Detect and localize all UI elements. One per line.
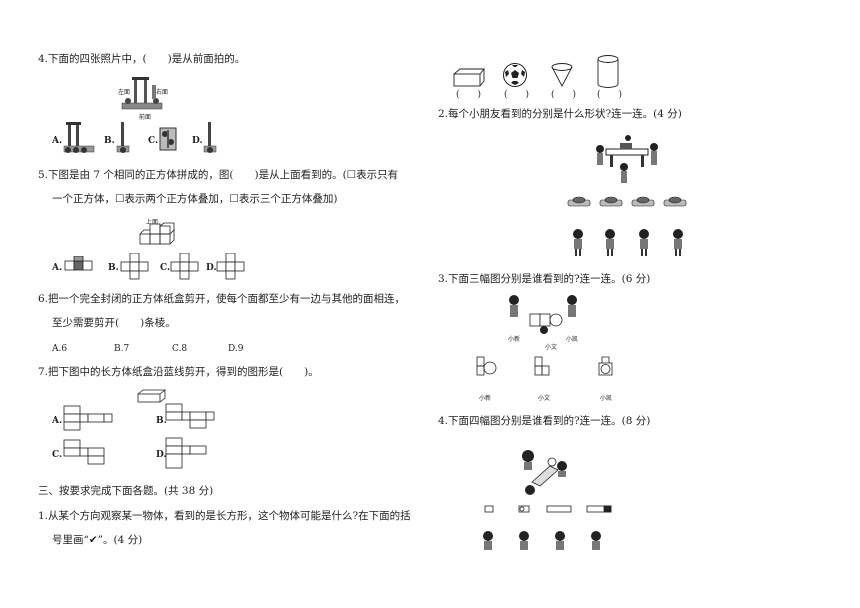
q5-option-c: C. [160, 263, 171, 273]
soccer-ball-object [502, 62, 528, 88]
q7-text: 7.把下图中的长方体纸盒沿蓝线剪开，得到的图形是( )。 [38, 366, 319, 378]
q4-text: 4.下面的四张照片中，( )是从前面拍的。 [38, 53, 246, 65]
p2-kids-around-table [594, 135, 662, 187]
q7-option-c: C. [52, 450, 63, 460]
q4-label-left: 左面 [118, 89, 131, 96]
q5-option-b: B. [108, 263, 119, 273]
q4-option-d-figure [200, 120, 220, 156]
p3-text: 3.下面三幅图分别是谁看到的?连一连。(6 分) [438, 273, 651, 285]
q6-line1: 6.把一个完全封闭的正方体纸盒剪开，使每个面都至少有一边与其他的面相连， [38, 293, 406, 305]
q7-option-b-figure [164, 402, 234, 432]
section3-title: 三、按要求完成下面各题。(共 38 分) [38, 485, 214, 497]
p3-name-xiaokai-bottom: 小凯 [600, 395, 613, 402]
p2-kids-row [570, 228, 686, 258]
p4-view-2 [518, 505, 530, 513]
q4-option-c-figure [158, 126, 178, 152]
cuboid-object [452, 66, 486, 88]
p3-view-2 [534, 356, 550, 376]
q5-option-c-figure [170, 253, 200, 280]
q6-option-a: A.6 [52, 344, 68, 354]
p1-line2: 号里画“✔”。(4 分) [52, 534, 143, 546]
p3-scene [504, 294, 584, 338]
q4-option-d: D. [192, 136, 203, 146]
bracket-cuboid[interactable]: ( ) [456, 90, 482, 100]
p2-shape-views [566, 196, 690, 212]
q6-option-d: D.9 [228, 344, 244, 354]
q4-option-c: C. [148, 136, 159, 146]
q5-option-d-figure [216, 253, 246, 280]
p3-view-1 [476, 356, 498, 376]
p4-scene [516, 448, 574, 496]
q7-option-b: B. [156, 416, 167, 426]
q4-option-a: A. [52, 136, 63, 146]
q6-option-b: B.7 [114, 344, 130, 354]
q4-main-figure [112, 75, 172, 123]
cylinder-object [596, 54, 620, 90]
q5-option-b-figure [120, 253, 150, 280]
bracket-ball[interactable]: ( ) [504, 90, 530, 100]
q7-box-figure [136, 388, 166, 404]
q7-option-a-figure [62, 404, 132, 432]
q6-line2: 至少需要剪开( )条棱。 [52, 317, 176, 329]
q5-option-a-figure [64, 256, 94, 274]
q4-option-b-figure [113, 120, 133, 156]
bracket-cone[interactable]: ( ) [551, 90, 577, 100]
p4-text: 4.下面四幅图分别是谁看到的?连一连。(8 分) [438, 415, 651, 427]
p4-kids-row [478, 530, 606, 552]
q5-option-a: A. [52, 263, 63, 273]
p2-text: 2.每个小朋友看到的分别是什么形状?连一连。(4 分) [438, 108, 682, 120]
p1-line1: 1.从某个方向观察某一物体，看到的是长方形，这个物体可能是什么?在下面的括 [38, 510, 411, 522]
p3-name-xiaoxin-top: 小新 [508, 336, 521, 343]
bracket-cylinder[interactable]: ( ) [597, 90, 623, 100]
q5-line1: 5.下图是由 7 个相同的正方体拼成的，图( )是从上面看到的。(☐表示只有 [38, 169, 399, 181]
p4-view-4 [586, 505, 612, 513]
q4-option-a-figure [62, 120, 96, 156]
q4-label-right: 右面 [156, 89, 169, 96]
p4-view-1 [484, 505, 494, 513]
p3-name-xiaowen-top: 小文 [545, 344, 558, 351]
cone-object [550, 62, 574, 88]
q4-label-front: 前面 [139, 114, 152, 121]
p3-name-xiaowen-bottom: 小文 [538, 395, 551, 402]
p3-name-xiaokai-top: 小凯 [566, 336, 579, 343]
q4-option-b: B. [104, 136, 115, 146]
q7-option-d: D. [156, 450, 167, 460]
q5-option-d: D. [206, 263, 217, 273]
p4-view-3 [546, 505, 572, 513]
q7-option-a: A. [52, 416, 63, 426]
q5-line2: 一个正方体，☐表示两个正方体叠加，☐表示三个正方体叠加) [52, 193, 338, 205]
p3-view-3 [598, 356, 614, 376]
p3-name-xiaoxin-bottom: 小新 [479, 395, 492, 402]
q5-top-label: 上面 [146, 219, 159, 226]
q5-cube-figure [136, 222, 176, 250]
q6-option-c: C.8 [172, 344, 188, 354]
q7-option-c-figure [62, 438, 132, 468]
q7-option-d-figure [164, 436, 234, 470]
